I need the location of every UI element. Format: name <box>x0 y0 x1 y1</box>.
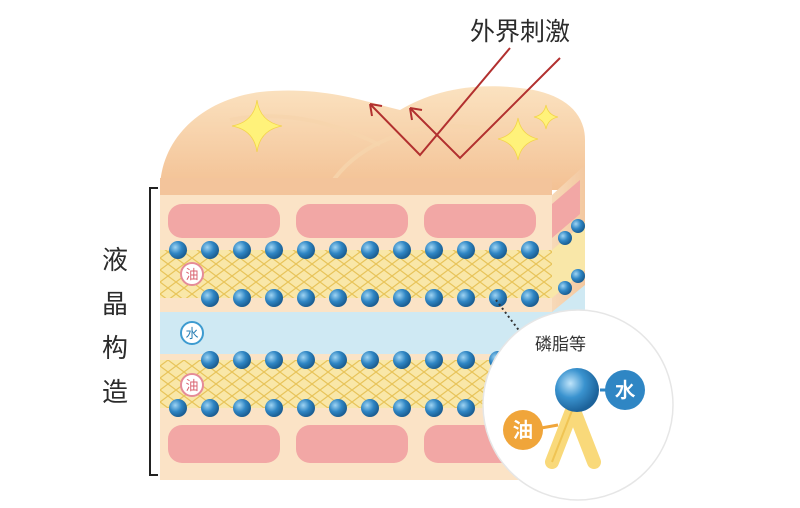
phospholipid-bead <box>521 241 539 259</box>
phospholipid-bead <box>233 351 251 369</box>
phospholipid-bead <box>265 241 283 259</box>
external-stimulus-label: 外界刺激 <box>470 17 571 46</box>
phospholipid-bead <box>329 399 347 417</box>
phospholipid-bead-side <box>558 231 572 245</box>
phospholipid-bead <box>361 351 379 369</box>
phospholipid-bead <box>297 289 315 307</box>
phospholipid-bead <box>361 241 379 259</box>
phospholipid-bead <box>361 399 379 417</box>
phospholipid-bead <box>201 241 219 259</box>
phospholipid-bead <box>425 351 443 369</box>
phospholipid-bead <box>425 399 443 417</box>
phospholipid-bead <box>233 289 251 307</box>
phospholipid-bead <box>169 241 187 259</box>
phospholipid-bead-side <box>571 219 585 233</box>
phospholipid-bead <box>201 351 219 369</box>
phospholipid-bead <box>457 399 475 417</box>
phospholipid-beads <box>169 219 585 417</box>
phospholipid-bead <box>233 241 251 259</box>
oil-badge-lower: 油 <box>180 373 204 397</box>
phospholipid-bead <box>457 289 475 307</box>
phospholipid-bead <box>393 241 411 259</box>
skin-surface-top <box>160 86 585 190</box>
phospholipid-bead <box>521 289 539 307</box>
structure-label-char-1: 液 <box>101 246 128 276</box>
reflect-arrow-icon <box>369 47 561 160</box>
phospholipid-bead-side <box>571 269 585 283</box>
phospholipid-label: 磷脂等 <box>535 335 586 355</box>
phospholipid-bead <box>297 399 315 417</box>
phospholipid-bead <box>297 241 315 259</box>
water-badge: 水 <box>180 321 204 345</box>
phospholipid-bead <box>329 241 347 259</box>
phospholipid-bead <box>169 399 187 417</box>
structure-label-char-4: 造 <box>101 378 128 408</box>
phospholipid-bead <box>457 241 475 259</box>
phospholipid-bead <box>489 241 507 259</box>
phospholipid-bead <box>265 289 283 307</box>
phospholipid-bead <box>329 351 347 369</box>
phospholipid-bead <box>265 399 283 417</box>
phospholipid-bead <box>393 399 411 417</box>
structure-label-char-2: 晶 <box>101 290 128 320</box>
phospholipid-bead <box>425 289 443 307</box>
skin-top-slab <box>160 178 552 196</box>
phospholipid-bead <box>201 289 219 307</box>
phospholipid-bead <box>425 241 443 259</box>
phospholipid-bead <box>201 399 219 417</box>
sparkle-icon <box>231 99 559 161</box>
phospholipid-bead <box>265 351 283 369</box>
phospholipid-bead-side <box>558 281 572 295</box>
phospholipid-bead <box>297 351 315 369</box>
left-bracket-icon <box>149 187 158 476</box>
phospholipid-bead <box>329 289 347 307</box>
phospholipid-bead <box>393 351 411 369</box>
phospholipid-bead <box>361 289 379 307</box>
phospholipid-bead <box>393 289 411 307</box>
phospholipid-bead <box>233 399 251 417</box>
structure-label-char-3: 构 <box>101 334 128 364</box>
oil-badge-upper: 油 <box>180 262 204 286</box>
phospholipid-bead <box>489 289 507 307</box>
water-layer <box>160 312 552 354</box>
molecule-water-badge: 水 <box>605 370 645 410</box>
molecule-oil-badge: 油 <box>503 410 543 450</box>
pink-cells-top <box>168 204 536 238</box>
pink-cells-bottom <box>168 425 536 463</box>
phospholipid-bead <box>457 351 475 369</box>
